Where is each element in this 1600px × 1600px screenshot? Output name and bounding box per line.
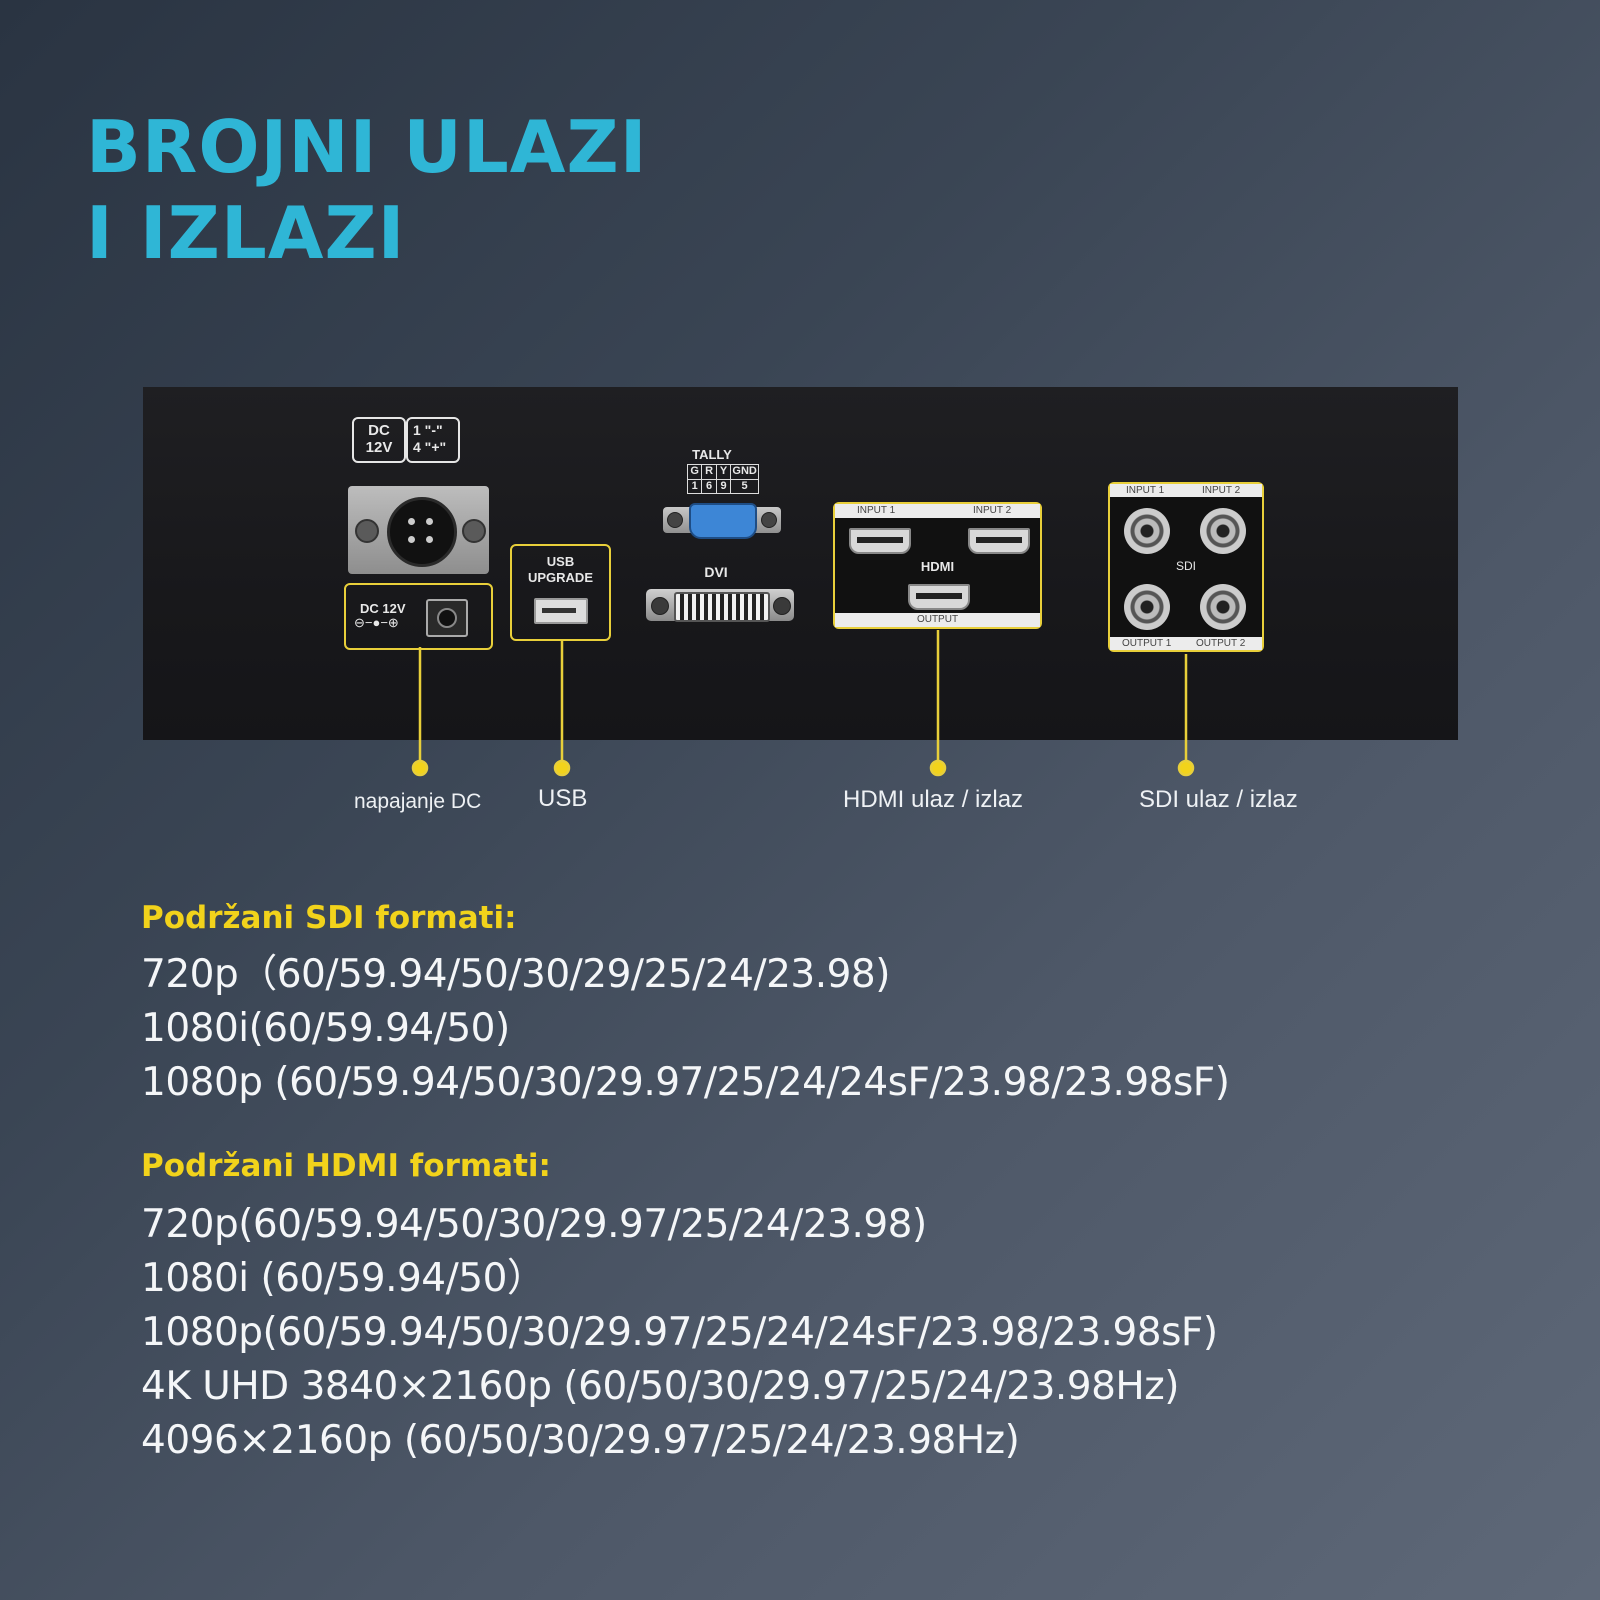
sdi-label: SDI xyxy=(1175,559,1196,573)
hdmi-callout-label: HDMI ulaz / izlaz xyxy=(843,786,1024,813)
sdi-input1-bnc-port[interactable] xyxy=(1124,508,1170,554)
screw-icon xyxy=(355,519,379,543)
tally-pin-y: Y xyxy=(717,465,732,479)
usb-port[interactable] xyxy=(534,598,588,624)
dc-voltage-label: 12V xyxy=(365,439,393,456)
usb-highlight: USB UPGRADE xyxy=(510,544,611,641)
sdi-output1-label: OUTPUT 1 xyxy=(1122,638,1172,649)
xlr-power-connector[interactable] xyxy=(348,486,489,574)
tally-port[interactable] xyxy=(663,503,781,539)
callout-lines xyxy=(411,630,1195,777)
sdi-highlight: INPUT 1 INPUT 2 SDI OUTPUT 1 OUTPUT 2 xyxy=(1108,482,1264,652)
tally-pin-table: G R Y GND 1 6 9 5 xyxy=(687,464,759,494)
sdi-input1-label: INPUT 1 xyxy=(1126,485,1165,496)
tally-label: TALLY xyxy=(692,447,732,462)
pin1-label: 1 "-" xyxy=(413,422,443,438)
hdmi-formats-heading: Podržani HDMI formati: xyxy=(141,1148,551,1184)
hdmi-input2-label: INPUT 2 xyxy=(973,505,1012,516)
tally-pin-num: 6 xyxy=(702,480,717,494)
list-item: 1080i (60/59.94/50） xyxy=(141,1256,546,1301)
page-title-line-1: BROJNI ULAZI xyxy=(86,105,648,189)
tally-pin-r: R xyxy=(702,465,717,479)
page-title-line-2: I IZLAZI xyxy=(86,191,406,275)
screw-icon xyxy=(462,519,486,543)
usb-upgrade-label: UPGRADE xyxy=(527,570,593,585)
usb-callout-dot xyxy=(553,759,571,777)
power-callout-dot xyxy=(411,759,429,777)
tally-pin-num: 1 xyxy=(688,480,703,494)
tally-pin-g: G xyxy=(688,465,703,479)
hdmi-output-label: OUTPUT xyxy=(916,614,959,625)
dc-jack-label: DC 12V xyxy=(360,601,406,616)
dc-label-box: DC 12V xyxy=(352,417,406,463)
sdi-output2-bnc-port[interactable] xyxy=(1200,584,1246,630)
hdmi-callout-dot xyxy=(929,759,947,777)
list-item: 4K UHD 3840×2160p (60/50/30/29.97/25/24/… xyxy=(141,1364,1179,1409)
hdmi-formats-list: 720p(60/59.94/50/30/29.97/25/24/23.98) 1… xyxy=(141,1198,1218,1468)
tally-pin-num: 9 xyxy=(717,480,732,494)
dvi-port[interactable] xyxy=(646,589,794,622)
tally-pin-num: 5 xyxy=(741,480,748,492)
list-item: 720p(60/59.94/50/30/29.97/25/24/23.98) xyxy=(141,1202,927,1247)
pin-label-box: 1 "-" 4 "+" xyxy=(406,417,460,463)
pin4-label: 4 "+" xyxy=(413,439,447,455)
sdi-callout-label: SDI ulaz / izlaz xyxy=(1139,786,1298,813)
hdmi-input1-port[interactable] xyxy=(849,528,911,554)
sdi-input2-label: INPUT 2 xyxy=(1202,485,1241,496)
dvi-label: DVI xyxy=(704,564,728,580)
sdi-input2-bnc-port[interactable] xyxy=(1200,508,1246,554)
hdmi-label: HDMI xyxy=(920,559,955,574)
hdmi-highlight: INPUT 1 INPUT 2 HDMI OUTPUT xyxy=(833,502,1042,629)
dc-jack-port[interactable] xyxy=(426,599,468,637)
list-item: 4096×2160p (60/50/30/29.97/25/24/23.98Hz… xyxy=(141,1418,1020,1463)
hdmi-input2-port[interactable] xyxy=(968,528,1030,554)
page-title: BROJNI ULAZI I IZLAZI xyxy=(86,104,648,276)
list-item: 1080p(60/59.94/50/30/29.97/25/24/24sF/23… xyxy=(141,1310,1218,1355)
dc-label: DC xyxy=(368,422,390,439)
usb-callout-label: USB xyxy=(538,785,588,812)
device-rear-panel: DC 12V 1 "-" 4 "+" DC 12V ⊖−●−⊕ USB UPGR… xyxy=(143,387,1458,740)
list-item: 1080i(60/59.94/50) xyxy=(141,1006,510,1051)
dc-jack-highlight: DC 12V ⊖−●−⊕ xyxy=(344,583,493,650)
sdi-callout-dot xyxy=(1177,759,1195,777)
usb-label: USB xyxy=(546,554,575,569)
list-item: 1080p (60/59.94/50/30/29.97/25/24/24sF/2… xyxy=(141,1060,1230,1105)
hdmi-input1-label: INPUT 1 xyxy=(857,505,896,516)
hdmi-output-port[interactable] xyxy=(908,584,970,610)
sdi-formats-list: 720p（60/59.94/50/30/29/25/24/23.98) 1080… xyxy=(141,948,1230,1110)
polarity-icon: ⊖−●−⊕ xyxy=(354,615,399,630)
sdi-output2-label: OUTPUT 2 xyxy=(1196,638,1246,649)
sdi-formats-heading: Podržani SDI formati: xyxy=(141,900,517,936)
tally-pin-gnd: GND xyxy=(732,465,757,477)
power-callout-label: napajanje DC xyxy=(354,790,482,813)
list-item: 720p（60/59.94/50/30/29/25/24/23.98) xyxy=(141,952,890,997)
xlr-socket-icon xyxy=(387,497,457,567)
sdi-output1-bnc-port[interactable] xyxy=(1124,584,1170,630)
